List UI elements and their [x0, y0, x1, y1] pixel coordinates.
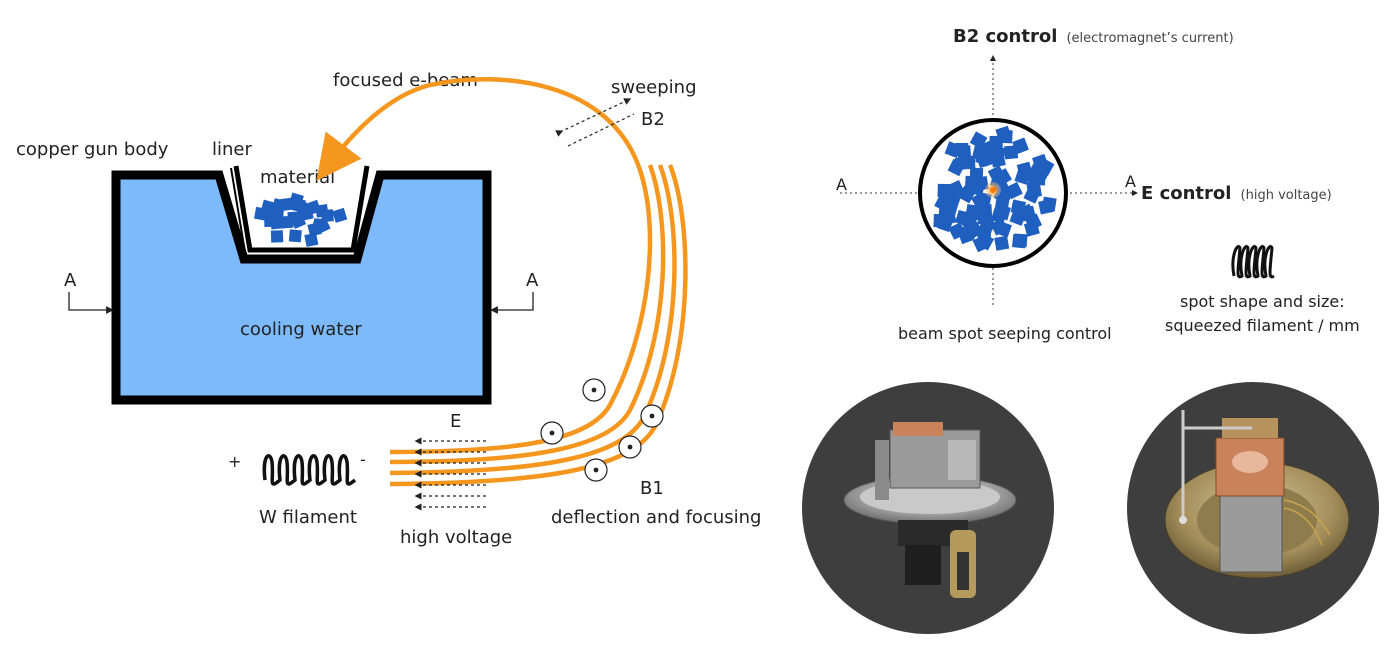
- focused-ebeam-label: focused e-beam: [333, 70, 478, 91]
- material-cube: [990, 218, 1008, 236]
- material-cube: [280, 215, 294, 229]
- sweeping-label: sweeping: [611, 77, 697, 98]
- material-cube: [934, 194, 952, 212]
- b2-control-title: B2 control (electromagnet’s current): [953, 26, 1234, 47]
- w-filament-icon: [262, 454, 357, 486]
- svg-text:A: A: [526, 270, 539, 291]
- svg-text:A: A: [64, 270, 77, 291]
- liner-label: liner: [212, 139, 252, 160]
- field-dot: [549, 430, 555, 436]
- axis-a-right: A: [1125, 172, 1136, 191]
- material-cube: [1005, 181, 1023, 200]
- axis-a-left: A: [836, 175, 847, 194]
- material-cube: [977, 227, 992, 242]
- material-top-view-blocks: [933, 125, 1057, 253]
- material-cube: [958, 211, 976, 229]
- b1-magnet-symbols: [540, 378, 664, 482]
- minus-terminal: -: [360, 450, 366, 469]
- material-cube: [990, 207, 1008, 224]
- high-voltage-label: high voltage: [400, 527, 512, 548]
- material-cube: [969, 180, 986, 197]
- copper-gun-body: [111, 170, 492, 405]
- material-cube: [270, 230, 284, 243]
- material-blocks: [254, 192, 348, 247]
- sweeping-arrows: [555, 98, 635, 147]
- field-dot: [591, 387, 597, 393]
- spot-caption-line1: spot shape and size:: [1180, 292, 1345, 311]
- cooling-water-label: cooling water: [240, 319, 362, 340]
- material-cube: [304, 232, 319, 247]
- material-cube: [1004, 145, 1019, 160]
- material-cube: [961, 155, 976, 170]
- material-cube: [989, 135, 1003, 149]
- material-cube: [288, 192, 304, 208]
- e-field-arrows: [414, 437, 486, 511]
- material-cube: [288, 229, 302, 243]
- material-cube: [948, 222, 966, 240]
- material-cube: [260, 199, 276, 215]
- e-control-title: E control (high voltage): [1141, 183, 1332, 204]
- material-label: material: [260, 167, 335, 188]
- material-cube: [307, 222, 322, 237]
- beam-spot-icon: [985, 182, 1001, 198]
- copper-gun-body-label: copper gun body: [16, 139, 169, 160]
- material-cube: [987, 165, 1006, 183]
- material-cube: [1038, 199, 1054, 215]
- section-marker-right: A: [490, 270, 539, 314]
- squeezed-filament-icon: [1231, 245, 1275, 279]
- w-filament-label: W filament: [259, 507, 357, 528]
- sweep-caption: beam spot seeping control: [898, 324, 1112, 343]
- material-cube: [947, 179, 965, 198]
- deflection-focusing-label: deflection and focusing: [551, 507, 761, 528]
- field-dot: [593, 467, 599, 473]
- spot-caption-line2: squeezed filament / mm: [1165, 316, 1360, 335]
- photo-ebeam-gun-1: [802, 382, 1054, 634]
- e-field-label: E: [450, 411, 461, 432]
- liner: [230, 165, 370, 253]
- material-cube: [1011, 234, 1027, 249]
- material-cube: [937, 183, 951, 198]
- photo-ebeam-gun-2: [1127, 382, 1379, 634]
- field-dot: [627, 444, 633, 450]
- material-cube: [994, 235, 1010, 251]
- material-cube: [1026, 183, 1042, 199]
- material-cube: [1032, 172, 1046, 186]
- b2-label: B2: [641, 109, 665, 130]
- material-cube: [321, 209, 334, 223]
- b1-label: B1: [640, 478, 664, 499]
- material-cube: [944, 141, 962, 159]
- field-dot: [649, 413, 655, 419]
- electron-beam-paths: [316, 77, 688, 487]
- material-cube: [1009, 209, 1027, 226]
- material-cube: [1014, 168, 1031, 185]
- section-marker-left: A: [64, 270, 114, 314]
- material-cube: [957, 145, 972, 160]
- material-cube: [1012, 137, 1029, 155]
- material-cube: [332, 207, 348, 223]
- material-cube: [990, 150, 1004, 164]
- plus-terminal: +: [228, 452, 241, 471]
